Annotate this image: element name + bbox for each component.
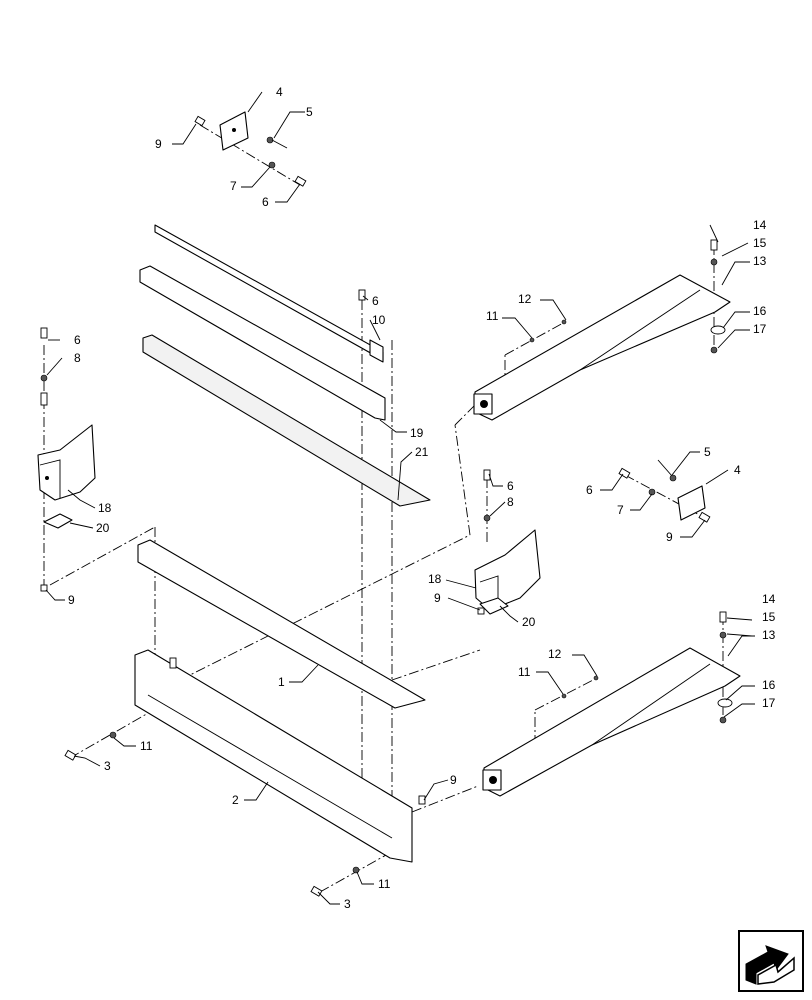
- callout-7: 7: [230, 179, 237, 193]
- callout-7: 7: [617, 503, 624, 517]
- callout-9: 9: [666, 530, 673, 544]
- bracket-assembly-upper: [194, 111, 307, 187]
- callout-15: 15: [753, 236, 767, 250]
- callout-20: 20: [522, 615, 536, 629]
- side-bracket-middle: [474, 469, 541, 615]
- wear-strip-part-19: [139, 265, 386, 421]
- inner-strip-part-1: [137, 539, 426, 709]
- callout-17: 17: [753, 322, 767, 336]
- deflector-panel-part-21: [142, 334, 431, 507]
- support-arm-upper-part-13: [473, 239, 731, 421]
- callout-13: 13: [762, 628, 776, 642]
- callout-9: 9: [68, 593, 75, 607]
- bracket-assembly-middle: [618, 459, 711, 523]
- callout-10: 10: [372, 313, 386, 327]
- phantom-lines: [43, 124, 724, 893]
- callout-labels: 9 4 5 7 6 6 10 19 21 6 8 18 20 9 14 15 1…: [68, 85, 776, 911]
- callout-20: 20: [96, 521, 110, 535]
- callout-6: 6: [507, 479, 514, 493]
- callout-15: 15: [762, 610, 776, 624]
- callout-4: 4: [276, 85, 283, 99]
- next-page-arrow-icon[interactable]: [738, 930, 804, 992]
- callout-8: 8: [74, 351, 81, 365]
- callout-3: 3: [344, 897, 351, 911]
- side-bracket-left: [37, 327, 96, 592]
- callout-5: 5: [306, 105, 313, 119]
- callout-18: 18: [98, 501, 112, 515]
- callout-2: 2: [232, 793, 239, 807]
- callout-21: 21: [415, 445, 429, 459]
- top-strip-part-10: [154, 224, 384, 363]
- callout-11: 11: [486, 309, 499, 323]
- callout-5: 5: [704, 445, 711, 459]
- callout-4: 4: [734, 463, 741, 477]
- callout-18: 18: [428, 572, 442, 586]
- leader-lines: [45, 91, 755, 905]
- callout-12: 12: [518, 292, 532, 306]
- callout-13: 13: [753, 254, 767, 268]
- callout-3: 3: [104, 759, 111, 773]
- callout-11: 11: [140, 739, 153, 753]
- support-arm-lower-part-13: [482, 611, 741, 797]
- callout-14: 14: [753, 218, 767, 232]
- callout-11: 11: [518, 665, 531, 679]
- callout-17: 17: [762, 696, 776, 710]
- callout-14: 14: [762, 592, 776, 606]
- callout-9: 9: [450, 773, 457, 787]
- callout-6: 6: [586, 483, 593, 497]
- callout-6: 6: [74, 333, 81, 347]
- callout-9: 9: [155, 137, 162, 151]
- callout-1: 1: [278, 675, 285, 689]
- callout-6: 6: [372, 294, 379, 308]
- callout-16: 16: [762, 678, 776, 692]
- callout-16: 16: [753, 304, 767, 318]
- callout-11: 11: [378, 877, 391, 891]
- callout-19: 19: [410, 426, 424, 440]
- callout-6: 6: [262, 195, 269, 209]
- callout-9: 9: [434, 591, 441, 605]
- callout-12: 12: [548, 647, 562, 661]
- callout-8: 8: [507, 495, 514, 509]
